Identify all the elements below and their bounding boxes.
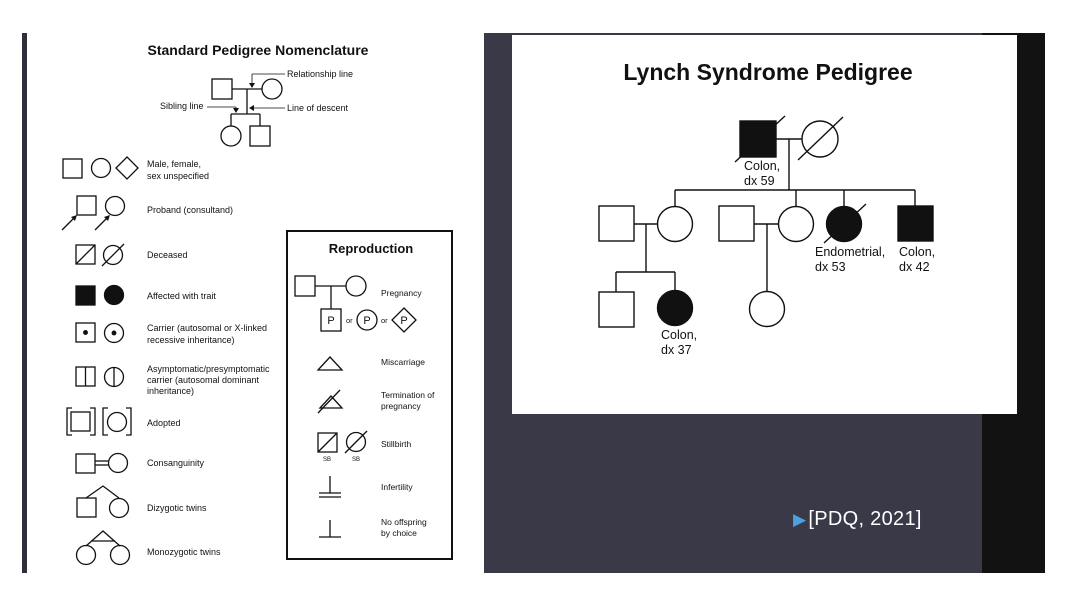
- granddaughter-affected: [656, 289, 694, 327]
- left-accent-bar: [22, 33, 27, 573]
- generation-2: [598, 189, 934, 292]
- affected-symbols: [75, 284, 125, 306]
- uncle-in-law-1: [598, 205, 635, 242]
- pregnancy-p-diamond: P: [400, 315, 407, 327]
- aunt-label-1: Endometrial,: [815, 245, 885, 259]
- or-word-2: or: [381, 316, 388, 325]
- reproduction-title: Reproduction: [329, 241, 414, 256]
- sibling-line-label: Sibling line: [160, 101, 204, 111]
- asymptomatic-label-3: inheritance): [147, 386, 194, 396]
- grandfather-label-1: Colon,: [744, 159, 780, 173]
- grandchild-label-1: Colon,: [661, 328, 697, 342]
- pregnancy-symbols: [294, 275, 417, 333]
- lynch-pedigree-card: Lynch Syndrome Pedigree Colon, dx 59 End…: [512, 35, 1017, 414]
- miscarriage-label: Miscarriage: [381, 357, 425, 367]
- stillbirth-symbols: [317, 430, 368, 454]
- spouse-2: [718, 205, 755, 242]
- pregnancy-p-circle: P: [363, 315, 370, 327]
- adopted-label: Adopted: [147, 418, 181, 428]
- carrier-label-2: recessive inheritance): [147, 335, 235, 345]
- proband-label: Proband (consultand): [147, 205, 233, 215]
- granddaughter-2: [748, 290, 786, 328]
- no-offspring-symbol: [319, 520, 341, 538]
- example-family-diagram: [207, 73, 285, 147]
- termination-label-1: Termination of: [381, 390, 435, 400]
- pregnancy-p-square: P: [327, 315, 334, 327]
- stillbirth-sb-2: SB: [352, 457, 360, 463]
- proband-symbols: [61, 195, 126, 231]
- asymptomatic-carrier-symbols: [75, 366, 125, 388]
- grandfather-label-2: dx 59: [744, 174, 775, 188]
- generation-3: [598, 271, 786, 328]
- pregnancy-label: Pregnancy: [381, 288, 422, 298]
- bullet-triangle-icon: ▶: [793, 510, 807, 529]
- monozygotic-label: Monozygotic twins: [147, 547, 221, 557]
- infertility-label: Infertility: [381, 482, 413, 492]
- no-offspring-label-2: by choice: [381, 528, 417, 538]
- line-of-descent-label: Line of descent: [287, 103, 349, 113]
- uncle-label-1: Colon,: [899, 245, 935, 259]
- relationship-line-label: Relationship line: [287, 69, 353, 79]
- infertility-symbol: [319, 476, 341, 498]
- male-female-label: Male, female,: [147, 159, 201, 169]
- lynch-pedigree-figure: Lynch Syndrome Pedigree Colon, dx 59 End…: [598, 59, 935, 357]
- dizygotic-twins-symbols: [76, 485, 130, 519]
- reproduction-box: [286, 230, 453, 560]
- sex-unspecified-label: sex unspecified: [147, 171, 209, 181]
- generation-1: [734, 115, 844, 190]
- uncle-affected: [897, 205, 934, 242]
- uncle-label-2: dx 42: [899, 260, 930, 274]
- parent-daughter-2: [777, 205, 815, 243]
- aunt-label-2: dx 53: [815, 260, 846, 274]
- grandchild-label-2: dx 37: [661, 343, 692, 357]
- adopted-symbols: [66, 407, 132, 436]
- nomenclature-title: Standard Pedigree Nomenclature: [148, 42, 369, 58]
- monozygotic-twins-symbols: [75, 530, 131, 566]
- citation: ▶[PDQ, 2021]: [793, 508, 922, 531]
- carrier-label-1: Carrier (autosomal or X-linked: [147, 323, 267, 333]
- termination-symbol: [317, 389, 344, 414]
- nomenclature-panel: Standard Pedigree Nomenclature Relations…: [27, 33, 477, 573]
- termination-label-2: pregnancy: [381, 401, 421, 411]
- dizygotic-label: Dizygotic twins: [147, 503, 207, 513]
- parent-daughter-1: [656, 205, 694, 243]
- stillbirth-label: Stillbirth: [381, 439, 412, 449]
- asymptomatic-label-2: carrier (autosomal dominant: [147, 375, 260, 385]
- consanguinity-symbols: [75, 452, 129, 474]
- no-offspring-label-1: No offspring: [381, 517, 427, 527]
- consanguinity-label: Consanguinity: [147, 458, 205, 468]
- citation-text: [PDQ, 2021]: [808, 508, 922, 530]
- grandson: [598, 291, 635, 328]
- stillbirth-sb-1: SB: [323, 457, 331, 463]
- miscarriage-symbol: [316, 356, 344, 371]
- nomenclature-figure: Standard Pedigree Nomenclature Relations…: [61, 42, 453, 566]
- carrier-symbols: [75, 322, 125, 344]
- affected-label: Affected with trait: [147, 291, 216, 301]
- lynch-title: Lynch Syndrome Pedigree: [623, 59, 912, 85]
- or-word-1: or: [346, 316, 353, 325]
- deceased-label: Deceased: [147, 250, 188, 260]
- asymptomatic-label-1: Asymptomatic/presymptomatic: [147, 364, 270, 374]
- male-female-unspecified-symbols: [62, 156, 139, 180]
- deceased-symbols: [75, 243, 125, 267]
